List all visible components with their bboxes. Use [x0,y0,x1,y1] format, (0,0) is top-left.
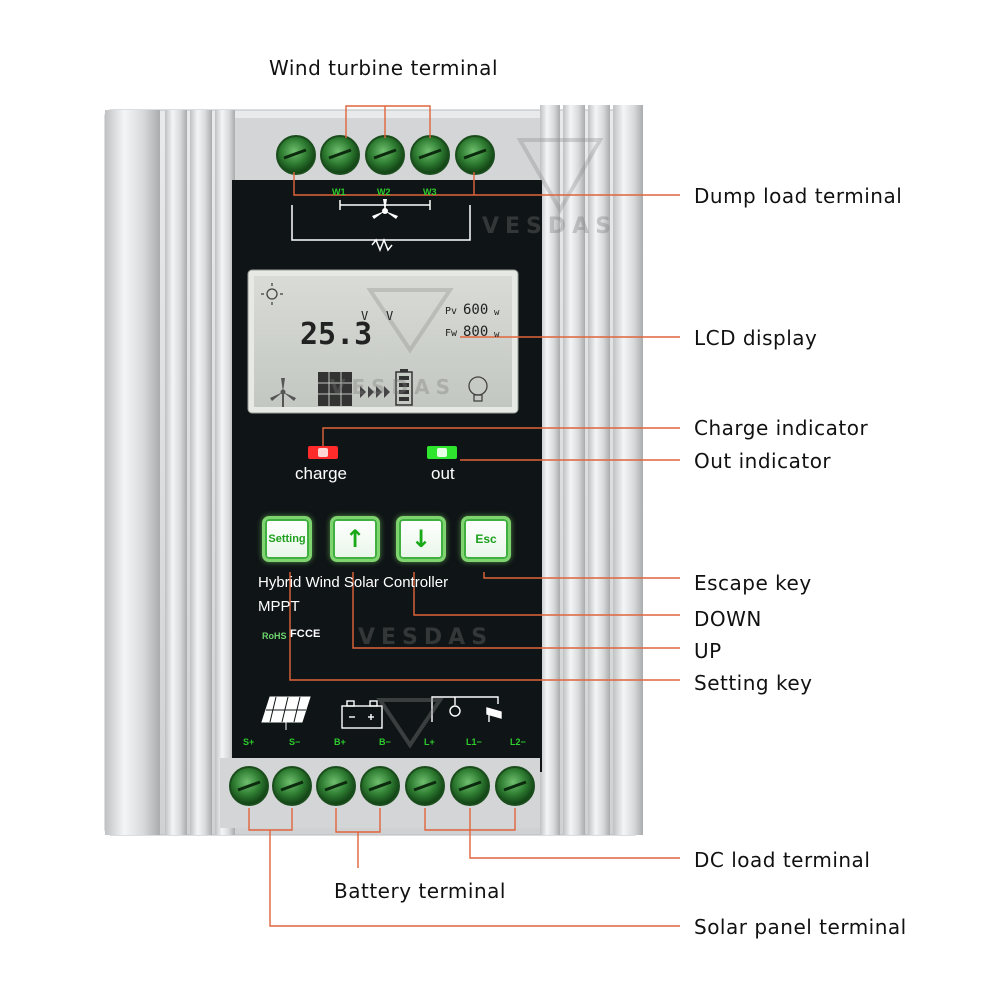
callout-dump-load-terminal: Dump load terminal [694,184,903,208]
lcd-pv-label: Pv [445,306,458,317]
callout-wind-turbine-terminal: Wind turbine terminal [269,56,498,80]
callout-down: DOWN [694,607,762,631]
terminal-label-l1-neg: L1− [466,737,482,747]
callout-solar-panel-terminal: Solar panel terminal [694,915,907,939]
fc-mark: FC [290,628,305,640]
wind-label-w3: W3 [423,187,437,197]
lcd-solar-icon [318,372,352,406]
panel-battery-icon [341,700,383,729]
down-button[interactable]: ↓ [396,516,446,562]
brand-watermark-lcd: VESDAS [330,375,457,399]
lcd-fw-label: Fw [445,328,458,339]
escape-button-label: Esc [475,532,497,546]
lcd-battery-icon [395,369,413,406]
escape-button[interactable]: Esc [461,516,511,562]
callout-battery-terminal: Battery terminal [334,879,506,903]
terminal-label-b-pos: B+ [334,737,346,747]
callout-charge-indicator: Charge indicator [694,416,869,440]
lcd-pv-value: 600 [463,302,489,318]
callout-escape-key: Escape key [694,571,812,595]
lcd-bulb-icon [468,376,488,402]
brand-watermark-bottom: VESDAS [358,625,494,650]
setting-button-label: Setting [268,533,306,545]
lcd-turbine-icon [270,378,296,407]
brand-watermark-logo [366,138,604,749]
callout-out-indicator: Out indicator [694,449,832,473]
charge-led-label: charge [295,464,347,483]
terminal-label-s-pos: S+ [243,737,255,747]
lcd-voltage-value: 25.3 [300,317,373,352]
wind-label-w1: W1 [332,187,346,197]
charge-led-glow [318,448,328,457]
left-heatsink [105,110,235,835]
up-button[interactable]: ↑ [330,516,380,562]
terminal-label-s-neg: S− [289,737,301,747]
lcd-pv-unit: w [494,308,500,318]
bottom-screws [229,766,535,806]
panel-solar-icon [261,696,311,730]
lcd-fw-value: 800 [463,324,489,340]
panel-load-icon [431,696,502,722]
setting-button[interactable]: Setting [262,516,312,562]
right-heatsink [540,105,643,835]
top-screws [276,135,495,175]
ce-mark: CE [305,628,321,640]
rohs-mark: RoHS [262,631,287,641]
arrow-down-icon: ↓ [410,525,432,553]
brand-watermark-top: VESDAS [482,214,618,239]
lcd-unit-v2: V [386,309,394,323]
callout-up: UP [694,639,722,663]
product-subtitle: MPPT [258,598,300,615]
wind-label-w2: W2 [377,187,391,197]
lcd-fw-unit: w [494,330,500,340]
lcd-arrows-icon [360,386,390,398]
callout-setting-key: Setting key [694,671,813,695]
front-panel [232,180,542,772]
terminal-label-l2-neg: L2− [510,737,526,747]
callout-dc-load-terminal: DC load terminal [694,848,871,872]
terminal-label-l-pos: L+ [424,737,435,747]
product-title: Hybrid Wind Solar Controller [258,574,449,591]
out-led-glow [437,448,447,457]
callout-lcd-display: LCD display [694,326,818,350]
lcd-unit-v1: V [361,309,369,323]
terminal-label-b-neg: B− [379,737,391,747]
leader-lines [248,105,680,927]
arrow-up-icon: ↑ [344,525,366,553]
lcd-sun-icon [261,283,283,305]
out-led-label: out [431,464,455,483]
turbine-glyph [372,199,398,219]
